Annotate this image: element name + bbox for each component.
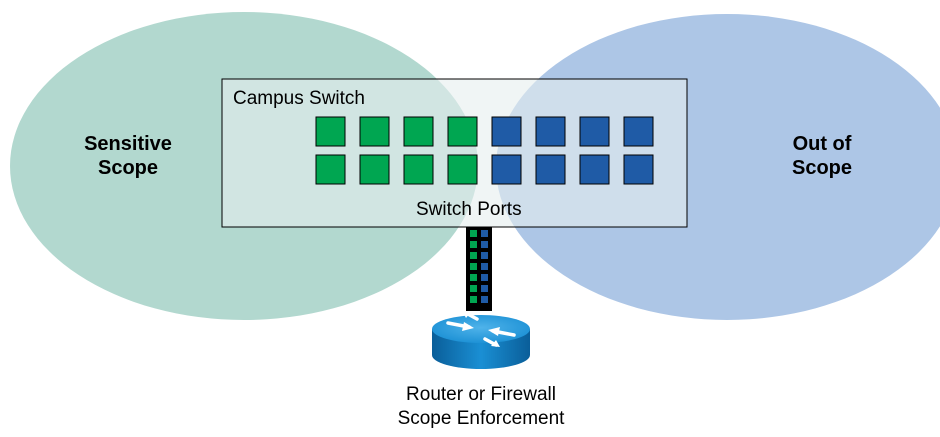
sensitive-port — [359, 116, 390, 147]
sensitive-port — [403, 154, 434, 185]
out-of-scope-port — [623, 116, 654, 147]
out-of-scope-line1: Out of — [792, 133, 852, 155]
sensitive-port — [359, 154, 390, 185]
out-of-scope-port — [535, 116, 566, 147]
out-of-scope-port — [491, 154, 522, 185]
uplink-sensitive-lane — [470, 252, 477, 259]
uplink-sensitive-lane — [470, 296, 477, 303]
out-of-scope-port — [579, 154, 610, 185]
uplink-out-of-scope-lane — [481, 230, 488, 237]
out-of-scope-port — [623, 154, 654, 185]
uplink-out-of-scope-lane — [481, 285, 488, 292]
out-of-scope-port — [535, 154, 566, 185]
uplink-out-of-scope-lane — [481, 296, 488, 303]
uplink-sensitive-lane — [470, 230, 477, 237]
sensitive-port — [315, 154, 346, 185]
uplink-out-of-scope-lane — [481, 274, 488, 281]
sensitive-scope-line1: Sensitive — [84, 133, 172, 155]
router-label-line2: Scope Enforcement — [397, 408, 565, 429]
sensitive-scope-line2: Scope — [97, 157, 159, 179]
out-of-scope-label: Out of Scope — [742, 132, 902, 180]
router-label: Router or Firewall Scope Enforcement — [331, 383, 631, 431]
campus-switch — [221, 78, 688, 228]
uplink-out-of-scope-lane — [481, 241, 488, 248]
campus-switch-label: Campus Switch — [233, 88, 365, 109]
out-of-scope-port — [491, 116, 522, 147]
router-icon — [432, 311, 530, 369]
router-label-line1: Router or Firewall — [406, 384, 556, 405]
switch-ports — [315, 116, 654, 185]
out-of-scope-port — [579, 116, 610, 147]
uplink-sensitive-lane — [470, 274, 477, 281]
uplink-out-of-scope-lane — [481, 263, 488, 270]
uplink-cable-body — [466, 227, 492, 311]
uplink-cable — [466, 227, 492, 311]
uplink-sensitive-lane — [470, 285, 477, 292]
uplink-sensitive-lane — [470, 263, 477, 270]
uplink-out-of-scope-lane — [481, 252, 488, 259]
uplink-sensitive-lane — [470, 241, 477, 248]
sensitive-port — [315, 116, 346, 147]
out-of-scope-line2: Scope — [791, 157, 853, 179]
sensitive-scope-label: Sensitive Scope — [48, 132, 208, 180]
sensitive-port — [447, 116, 478, 147]
switch-ports-label: Switch Ports — [416, 199, 522, 220]
sensitive-port — [447, 154, 478, 185]
sensitive-port — [403, 116, 434, 147]
